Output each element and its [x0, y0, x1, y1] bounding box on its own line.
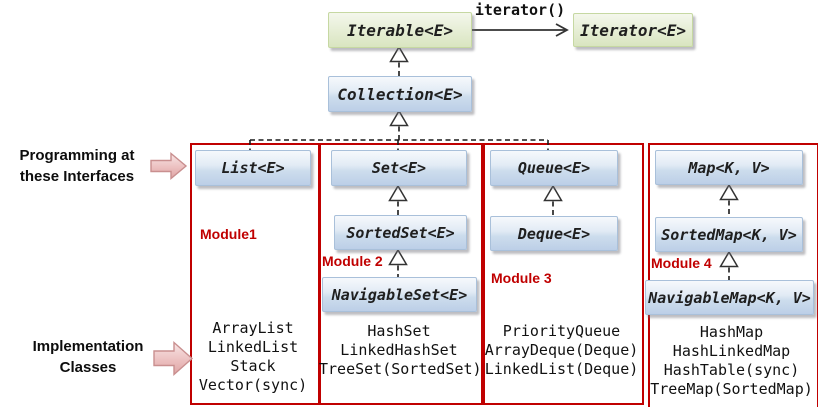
collection-extends-iterable-icon: [389, 45, 409, 76]
module3-label: Module 3: [491, 270, 552, 286]
queue-implementation-classes: PriorityQueue ArrayDeque(Deque) LinkedLi…: [483, 322, 640, 379]
class-item: TreeSet(SortedSet): [319, 360, 482, 378]
sortedmap-interface-box: SortedMap<K, V>: [655, 217, 803, 252]
map-implementation-classes: HashMap HashLinkedMap HashTable(sync) Tr…: [648, 323, 815, 399]
iterator-interface-box: Iterator<E>: [573, 13, 693, 47]
iterable-interface-box: Iterable<E>: [328, 12, 472, 48]
module2-label: Module 2: [322, 253, 383, 269]
class-item: ArrayList: [212, 319, 294, 337]
sortedset-extends-set-icon: [388, 184, 408, 215]
interfaces-label-line1: Programming at: [19, 147, 135, 164]
class-item: HashLinkedMap: [672, 342, 791, 360]
navigablemap-extends-sortedmap-icon: [719, 250, 739, 280]
interfaces-pointer-arrow-icon: [150, 152, 188, 180]
class-item: HashTable(sync): [663, 361, 800, 379]
set-interface-box: Set<E>: [331, 150, 467, 186]
module2-column-frame: [319, 143, 483, 405]
queue-interface-box: Queue<E>: [490, 150, 618, 186]
class-item: Stack: [230, 357, 276, 375]
module1-label: Module1: [200, 226, 257, 242]
subinterfaces-extend-collection-icon: [249, 109, 549, 151]
class-item: HashMap: [699, 323, 764, 341]
navigableset-interface-box: NavigableSet<E>: [322, 277, 477, 312]
deque-interface-box: Deque<E>: [490, 216, 618, 251]
implementation-label-line2: Classes: [59, 359, 117, 376]
sortedset-interface-box: SortedSet<E>: [334, 215, 467, 250]
class-item: Vector(sync): [198, 376, 308, 394]
programming-at-interfaces-label: Programming at these Interfaces: [2, 145, 152, 187]
interfaces-label-line2: these Interfaces: [19, 168, 135, 185]
implementation-classes-label: Implementation Classes: [22, 336, 154, 378]
implementation-label-line1: Implementation: [32, 338, 144, 355]
sortedmap-extends-map-icon: [719, 183, 739, 217]
module4-label: Module 4: [651, 255, 712, 271]
module3-column-frame: [483, 143, 644, 405]
iterator-call-arrow-icon: [471, 23, 569, 37]
set-implementation-classes: HashSet LinkedHashSet TreeSet(SortedSet): [319, 322, 482, 379]
implementation-pointer-arrow-icon: [153, 340, 194, 377]
list-interface-box: List<E>: [195, 150, 311, 186]
map-interface-box: Map<K, V>: [655, 150, 803, 185]
collection-interface-box: Collection<E>: [328, 76, 472, 112]
list-implementation-classes: ArrayList LinkedList Stack Vector(sync): [188, 319, 318, 395]
iterator-method-label: iterator(): [474, 1, 566, 19]
class-item: LinkedList(Deque): [484, 360, 639, 378]
class-item: HashSet: [367, 322, 431, 340]
class-item: ArrayDeque(Deque): [484, 341, 639, 359]
class-item: LinkedHashSet: [340, 341, 458, 359]
navigablemap-interface-box: NavigableMap<K, V>: [645, 280, 814, 315]
deque-extends-queue-icon: [543, 184, 563, 216]
class-item: TreeMap(SortedMap): [650, 380, 813, 398]
navigableset-extends-sortedset-icon: [388, 248, 408, 277]
class-item: PriorityQueue: [502, 322, 621, 340]
class-item: LinkedList: [207, 338, 299, 356]
